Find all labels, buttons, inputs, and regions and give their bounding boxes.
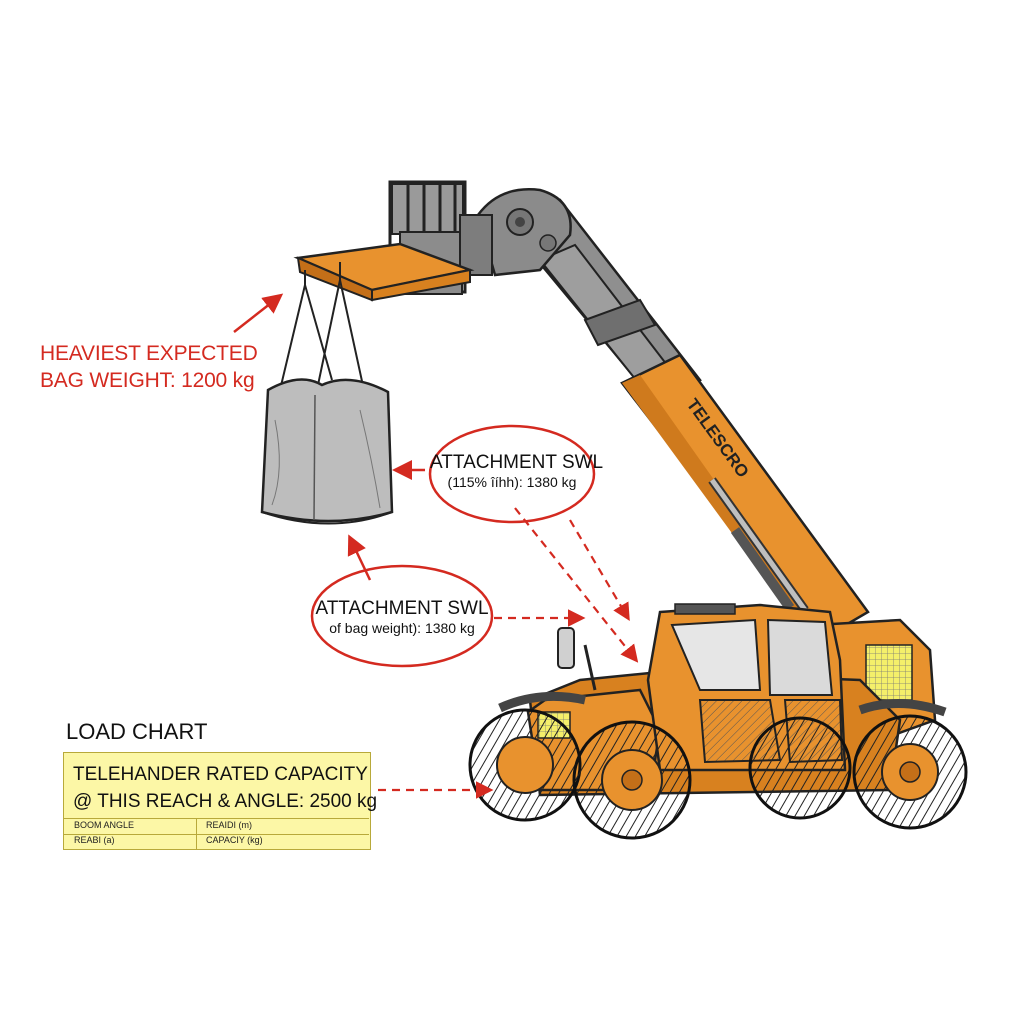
callout-top-subtitle: (115% îíhh): 1380 kg <box>447 474 577 490</box>
wheels <box>468 708 968 840</box>
callout-top: ATTACHMENT SWL (115% îíhh): 1380 kg <box>430 452 604 490</box>
callout-top-title: ATTACHMENT SWL <box>430 452 604 473</box>
rear-right-wheel <box>852 714 968 830</box>
table-row: REABI (a) CAPACIY (kg) <box>64 834 369 850</box>
table-row: BOOM ANGLE REAIDI (m) <box>64 819 369 835</box>
heaviest-bag-line1: HEAVIEST EXPECTED <box>40 342 258 365</box>
boom <box>476 188 870 642</box>
callout-mid: ATTACHMENT SWL of bag weight): 1380 kg <box>312 598 492 636</box>
table-cell: REABI (a) <box>74 835 115 845</box>
heaviest-bag-line2: BAG WEIGHT: 1200 kg <box>40 369 255 392</box>
annotation-graphics <box>233 293 639 799</box>
table-cell: BOOM ANGLE <box>74 820 135 830</box>
bulk-bag <box>260 378 394 525</box>
arrow-to-bag-bottom <box>347 534 372 581</box>
rear-left-wheel <box>748 716 852 820</box>
front-left-wheel <box>468 708 582 822</box>
load-chart-title: LOAD CHART <box>66 719 208 744</box>
capacity-line2: @ THIS REACH & ANGLE: 2500 kg <box>73 791 378 812</box>
table-divider <box>196 818 197 849</box>
callout-mid-title: ATTACHMENT SWL <box>315 598 489 619</box>
arrow-to-spreader <box>233 293 284 333</box>
front-right-wheel <box>572 720 692 840</box>
capacity-line1: TELEHANDER RATED CAPACITY <box>73 764 368 785</box>
heaviest-bag-annotation: HEAVIEST EXPECTED BAG WEIGHT: 1200 kg <box>40 340 258 394</box>
callout-top-ellipse <box>428 424 596 524</box>
load-chart-table: BOOM ANGLE REAIDI (m) REABI (a) CAPACIY … <box>64 818 369 850</box>
table-cell: CAPACIY (kg) <box>206 835 263 845</box>
table-cell: REAIDI (m) <box>206 820 252 830</box>
load-chart-capacity: TELEHANDER RATED CAPACITY @ THIS REACH &… <box>73 761 377 815</box>
load-chart-box: TELEHANDER RATED CAPACITY @ THIS REACH &… <box>63 752 377 850</box>
callout-mid-subtitle: of bag weight): 1380 kg <box>329 620 475 636</box>
callout-mid-ellipse <box>310 564 494 668</box>
fork-carriage <box>279 180 493 396</box>
